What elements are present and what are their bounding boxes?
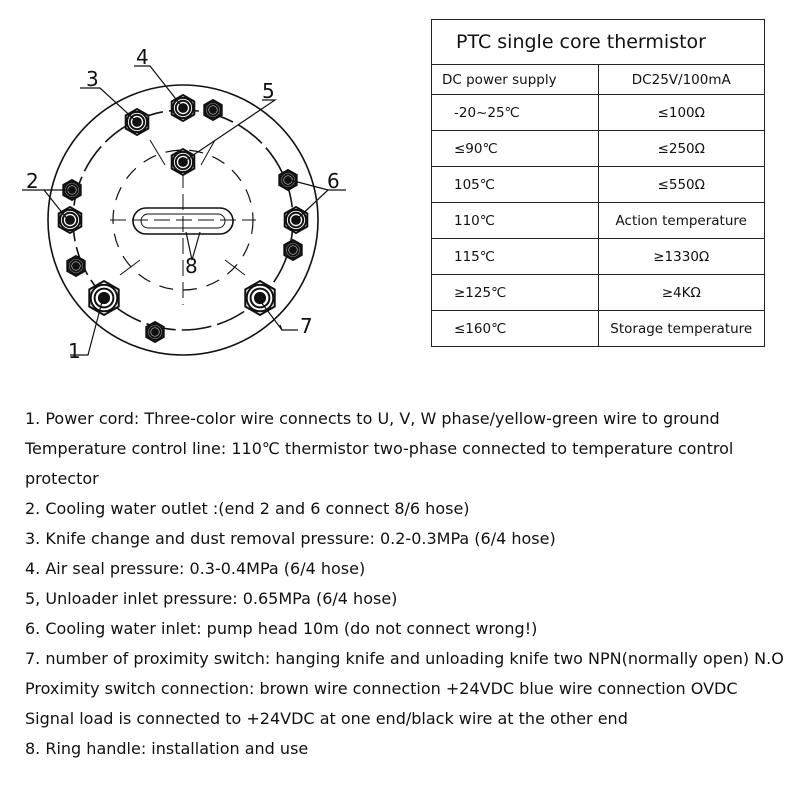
table-cell-temperature: -20~25℃: [431, 94, 599, 131]
label-5: 5: [262, 79, 275, 103]
table-cell-temperature: 115℃: [431, 238, 599, 275]
note-line: 5, Unloader inlet pressure: 0.65MPa (6/4…: [25, 589, 398, 608]
port-fitting: [124, 107, 150, 137]
table-row: ≥125℃≥4KΩ: [431, 274, 765, 311]
table-row: -20~25℃≤100Ω: [431, 94, 765, 131]
notes-section: 1. Power cord: Three-color wire connects…: [25, 404, 795, 764]
label-3: 3: [86, 67, 99, 91]
table-row: ≤90℃≤250Ω: [431, 130, 765, 167]
table-row: 105℃≤550Ω: [431, 166, 765, 203]
table-cell-resistance: ≤100Ω: [597, 94, 765, 131]
ring-handle-slot: [132, 207, 234, 235]
table-cell-temperature: 105℃: [431, 166, 599, 203]
table-row: 115℃≥1330Ω: [431, 238, 765, 275]
note-line: 1. Power cord: Three-color wire connects…: [25, 409, 734, 488]
note-line: 4. Air seal pressure: 0.3-0.4MPa (6/4 ho…: [25, 559, 366, 578]
port-fitting: [66, 254, 86, 278]
note-line: 6. Cooling water inlet: pump head 10m (d…: [25, 619, 538, 638]
header-cell-supply: DC power supply: [431, 64, 599, 95]
table-cell-resistance: Action temperature: [597, 202, 765, 239]
table-cell-resistance: ≤250Ω: [597, 130, 765, 167]
note-line: Signal load is connected to +24VDC at on…: [25, 709, 628, 728]
table-cell-resistance: ≤550Ω: [597, 166, 765, 203]
port-fitting: [244, 279, 276, 317]
table-header-row: DC power supply DC25V/100mA: [431, 64, 765, 95]
note-line: 3. Knife change and dust removal pressur…: [25, 529, 556, 548]
table-cell-temperature: 110℃: [431, 202, 599, 239]
table-cell-resistance: ≥1330Ω: [597, 238, 765, 275]
note-line: 8. Ring handle: installation and use: [25, 739, 309, 758]
port-fitting: [203, 98, 223, 122]
table-title-row: PTC single core thermistor: [431, 19, 765, 65]
header-cell-rating: DC25V/100mA: [597, 64, 765, 95]
port-fitting: [278, 168, 298, 192]
table-cell-resistance: Storage temperature: [597, 310, 765, 347]
label-8: 8: [185, 254, 198, 278]
note-line: 2. Cooling water outlet :(end 2 and 6 co…: [25, 499, 470, 518]
note-line: 7. number of proximity switch: hanging k…: [25, 649, 784, 668]
table-title: PTC single core thermistor: [431, 19, 765, 65]
table-cell-temperature: ≤90℃: [431, 130, 599, 167]
ptc-thermistor-table: PTC single core thermistor DC power supp…: [431, 19, 765, 347]
port-fitting: [283, 238, 303, 262]
label-1: 1: [68, 339, 81, 363]
port-fitting: [57, 205, 83, 235]
table-cell-temperature: ≥125℃: [431, 274, 599, 311]
spindle-outer-ring: [47, 84, 319, 356]
port-fitting: [145, 320, 165, 344]
label-7: 7: [300, 314, 313, 338]
spindle-connection-diagram: 3 4 5 2 6 8 7 1: [22, 45, 346, 363]
table-cell-resistance: ≥4KΩ: [597, 274, 765, 311]
label-2: 2: [26, 169, 39, 193]
port-fitting: [88, 279, 120, 317]
table-cell-temperature: ≤160℃: [431, 310, 599, 347]
label-4: 4: [136, 45, 149, 69]
note-line: Proximity switch connection: brown wire …: [25, 679, 738, 698]
label-6: 6: [327, 169, 340, 193]
